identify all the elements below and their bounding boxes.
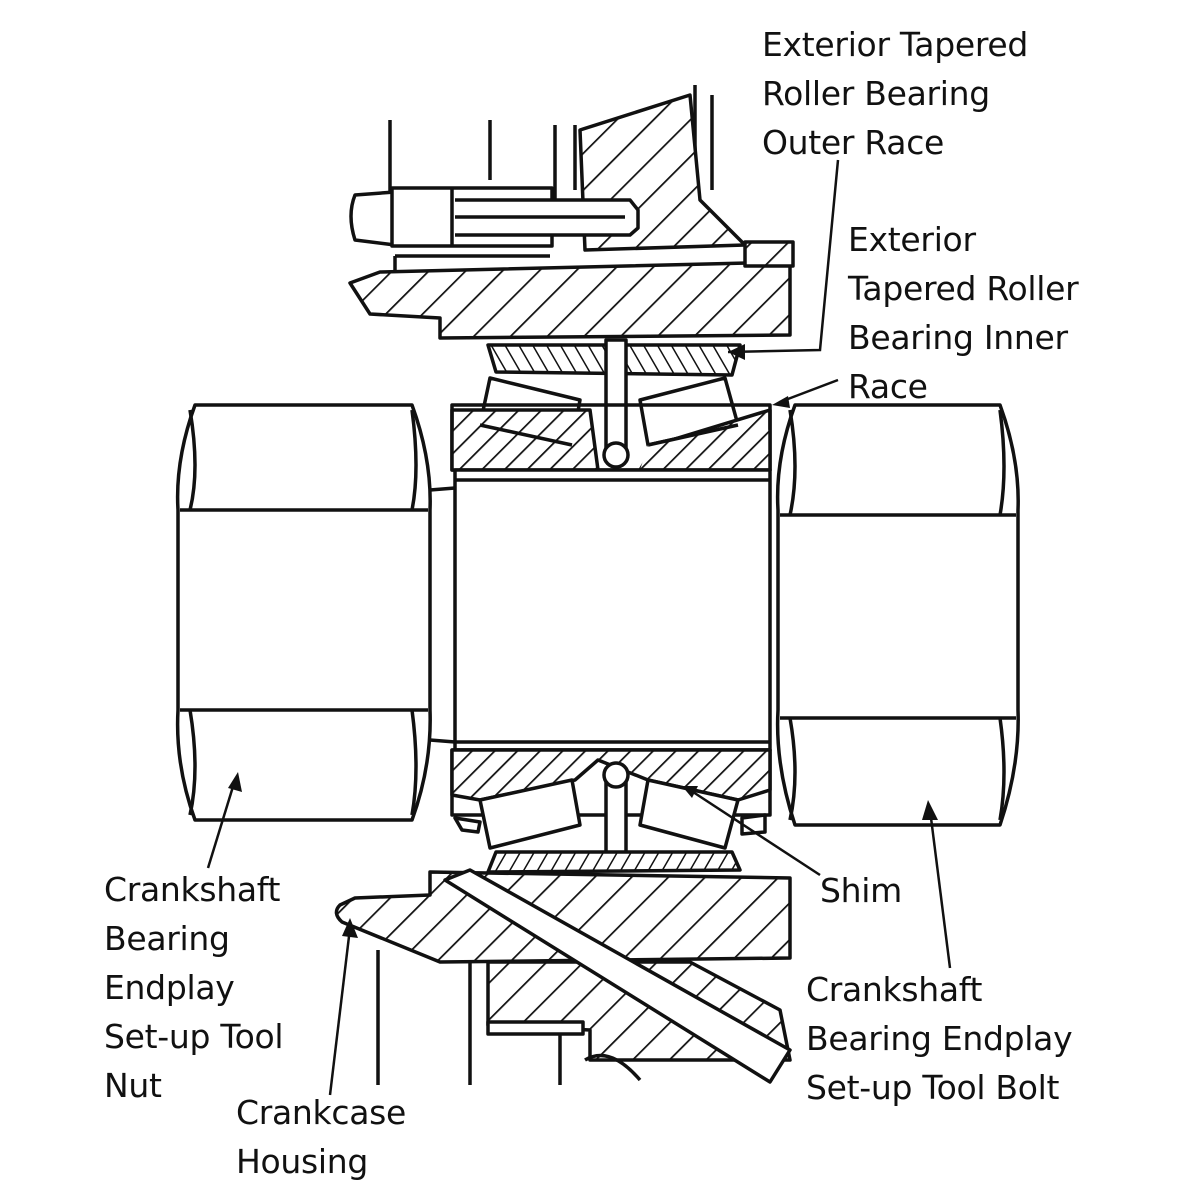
- label-tool-nut: Crankshaft Bearing Endplay Set-up Tool N…: [104, 865, 284, 1110]
- right-hex-nut: [775, 403, 1020, 827]
- leader-tool-bolt: [928, 809, 952, 969]
- label-inner-race-line: Tapered Roller: [848, 269, 1079, 308]
- label-tool-nut-line: Crankshaft: [104, 870, 281, 909]
- label-inner-race-line: Race: [848, 367, 928, 406]
- leader-arrowheads: [228, 344, 938, 938]
- label-tool-bolt-line: Set-up Tool Bolt: [806, 1068, 1060, 1107]
- lower-bearing: [450, 748, 772, 874]
- leader-inner-race: [779, 378, 839, 404]
- label-outer-race-line: Exterior Tapered: [762, 25, 1029, 64]
- upper-plate: [348, 240, 795, 340]
- pin-bolt: [349, 186, 640, 270]
- label-shim: Shim: [820, 866, 902, 915]
- label-crankcase-housing: Crankcase Housing: [236, 1088, 406, 1186]
- shaft: [453, 468, 772, 752]
- label-tool-nut-line: Set-up Tool: [104, 1017, 284, 1056]
- label-tool-nut-line: Nut: [104, 1066, 162, 1105]
- label-tool-bolt-line: Bearing Endplay: [806, 1019, 1073, 1058]
- leader-outer-race: [727, 159, 840, 354]
- label-crankcase-housing-line: Crankcase: [236, 1093, 407, 1132]
- leader-tool-nut: [206, 779, 237, 869]
- leader-crankcase-housing: [328, 927, 352, 1096]
- label-tool-nut-line: Endplay: [104, 968, 235, 1007]
- lower-housing: [376, 868, 792, 1085]
- leader-shim: [689, 788, 821, 877]
- lower-plate: [334, 870, 792, 964]
- label-shim-line: Shim: [820, 871, 902, 910]
- upper-bearing: [450, 338, 772, 472]
- label-outer-race: Exterior Tapered Roller Bearing Outer Ra…: [762, 20, 1028, 167]
- label-tool-bolt-line: Crankshaft: [806, 970, 983, 1009]
- leader-lines: [206, 159, 952, 1096]
- label-inner-race: Exterior Tapered Roller Bearing Inner Ra…: [848, 215, 1079, 411]
- label-inner-race-line: Exterior: [848, 220, 976, 259]
- label-tool-nut-line: Bearing: [104, 919, 230, 958]
- label-crankcase-housing-line: Housing: [236, 1142, 369, 1181]
- label-inner-race-line: Bearing Inner: [848, 318, 1068, 357]
- label-outer-race-line: Roller Bearing: [762, 74, 990, 113]
- left-hex-nut: [175, 403, 456, 822]
- label-outer-race-line: Outer Race: [762, 123, 945, 162]
- label-tool-bolt: Crankshaft Bearing Endplay Set-up Tool B…: [806, 965, 1073, 1112]
